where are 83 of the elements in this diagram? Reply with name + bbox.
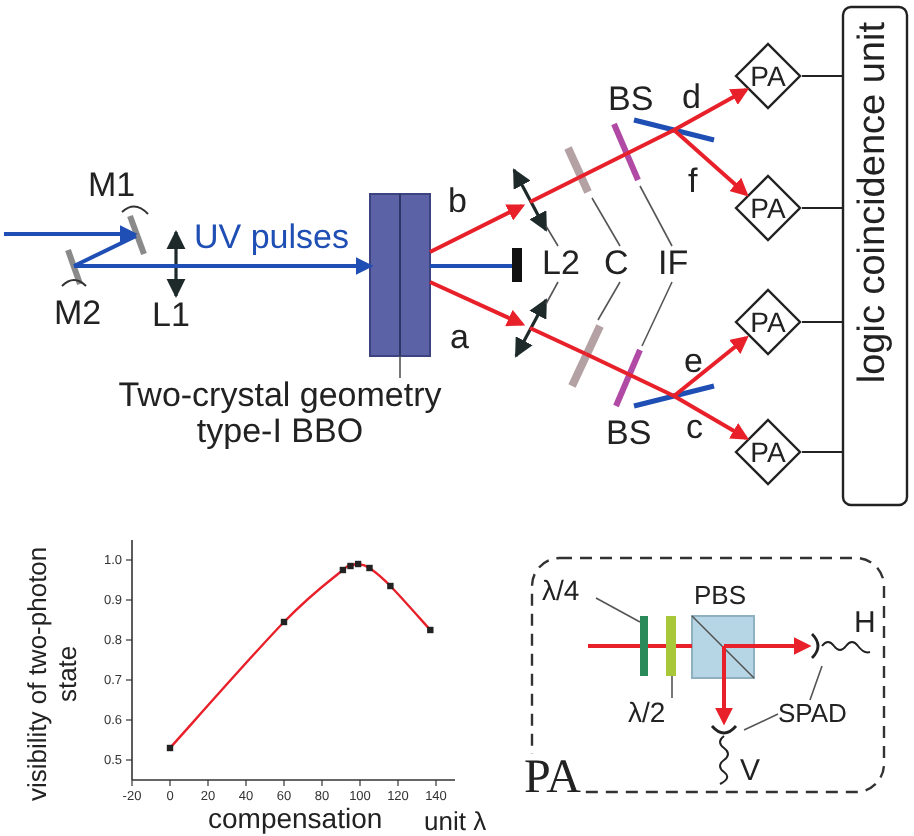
interference-filter [610, 344, 646, 412]
component-label: Two-crystal geometry type-I BBO [80, 378, 480, 454]
edge-label: c [686, 410, 703, 444]
light-beam [627, 372, 675, 398]
component-label: BS [606, 416, 652, 450]
light-beam [676, 644, 692, 648]
component-label: PA [748, 308, 788, 336]
light-beam [74, 264, 176, 268]
component-label: L1 [152, 298, 190, 332]
connector-line [802, 450, 842, 454]
connector-line [802, 320, 842, 324]
light-beam [429, 280, 526, 327]
edge-label: d [682, 80, 701, 114]
component-label: PBS [694, 582, 747, 608]
component-label: PA [748, 438, 788, 466]
crystal-block [370, 194, 430, 356]
component-label: C [604, 246, 636, 282]
interference-filter [608, 118, 644, 186]
light-beam [648, 644, 666, 648]
light-beam [4, 225, 138, 243]
component-label: BS [608, 82, 654, 116]
component-label: V [740, 756, 761, 786]
component-label: PA [748, 62, 788, 90]
analyzer-diamond [734, 418, 802, 486]
component-label: SPAD [778, 700, 870, 732]
edge-label: b [448, 184, 467, 218]
leader-line [743, 713, 779, 731]
wave-plate [640, 616, 648, 676]
light-beam [724, 637, 812, 655]
light-beam [625, 128, 675, 156]
component-label: λ/2 [628, 698, 684, 730]
unit-label: unit λ [424, 808, 487, 834]
light-beam [176, 257, 374, 275]
analyzer-diamond [734, 288, 802, 356]
light-beam [715, 646, 733, 726]
edge-label: a [450, 320, 469, 354]
analyzer-diamond [734, 42, 802, 110]
component-label: λ/4 [542, 576, 598, 608]
compensator-plate [562, 142, 594, 198]
beam-splitter-cube [692, 580, 756, 678]
component-label: M2 [54, 296, 102, 330]
edge-label: UV pulses [194, 220, 349, 254]
light-beam [672, 335, 749, 398]
light-beam [585, 352, 629, 376]
light-beam [672, 128, 749, 197]
component-label: H [854, 608, 876, 638]
lens [508, 164, 552, 236]
light-beam [673, 88, 750, 132]
leader-line [809, 665, 823, 701]
axis-title: visibility of two-photon state [24, 544, 84, 806]
component-label: logic coincidence unit [854, 22, 892, 384]
leader-line [597, 281, 621, 321]
component-label: PA [748, 194, 788, 222]
leader-line [545, 281, 559, 305]
leader-line [545, 225, 559, 247]
leader-line [671, 675, 673, 699]
beam-splitter [606, 80, 718, 144]
leader-line [399, 355, 401, 379]
light-beam [529, 176, 579, 204]
light-beam [429, 204, 526, 254]
leader-line [641, 281, 673, 347]
light-beam [577, 152, 627, 180]
beam-block [512, 248, 522, 282]
light-beam [588, 644, 640, 648]
component-label: IF [658, 246, 702, 282]
leader-line [639, 185, 673, 247]
connector-line [802, 206, 842, 210]
compensator-plate [564, 320, 604, 392]
light-beam [73, 234, 137, 268]
analyzer-diamond [734, 174, 802, 242]
mirror [84, 168, 152, 260]
leader-line [591, 197, 621, 247]
edge-label: e [684, 344, 703, 378]
wave-plate [666, 616, 676, 676]
edge-label: f [688, 164, 698, 198]
light-beam [529, 326, 587, 356]
component-label: L2 [542, 246, 598, 282]
coincidence-unit-box [842, 6, 908, 506]
leader-line [595, 597, 641, 623]
axis-title: compensation [208, 804, 383, 832]
light-beam [673, 394, 750, 440]
component-label: M1 [88, 168, 136, 202]
connector-line [802, 74, 842, 78]
